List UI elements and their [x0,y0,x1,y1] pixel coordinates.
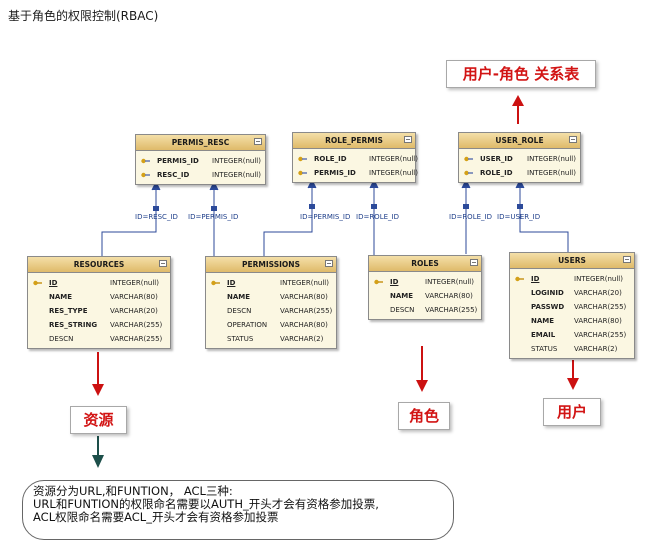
minimize-icon[interactable] [404,136,412,143]
table-header: USERS [510,253,634,269]
table-name: USERS [558,256,586,265]
minimize-icon[interactable] [569,136,577,143]
fk-key-icon [298,156,307,162]
fk-key-icon [141,172,150,178]
table-header: PERMISSIONS [206,257,336,273]
relation-label: ID=ROLE_ID [449,213,492,221]
table-header: PERMIS_RESC [136,135,265,151]
table-name: USER_ROLE [495,136,544,145]
resource-note: 资源分为URL,和FUNTION， ACL三种: URL和FUNTION的权限命… [22,480,454,540]
primary-key-icon [515,276,524,282]
table-name: ROLE_PERMIS [325,136,383,145]
relation-label: ID=PERMIS_ID [300,213,351,221]
minimize-icon[interactable] [623,256,631,263]
note-line: URL和FUNTION的权限命名需要以AUTH_开头才会有资格参加投票, [33,497,379,511]
caption-resources: 资源 [70,406,127,434]
page-title: 基于角色的权限控制(RBAC) [8,9,159,23]
fk-key-icon [141,158,150,164]
arrow-down-head [567,378,579,390]
primary-key-icon [33,280,42,286]
minimize-icon[interactable] [325,260,333,267]
fk-dot [309,204,315,209]
arrow-down-head [92,384,104,396]
relation-label: ID=RESC_ID [135,213,178,221]
note-line: ACL权限命名需要ACL_开头才会有资格参加投票 [33,510,279,524]
relation-label: ID=PERMIS_ID [188,213,239,221]
fk-dot [463,204,469,209]
caption-users: 用户 [543,398,601,426]
table-name: PERMISSIONS [242,260,300,269]
table-header: ROLE_PERMIS [293,133,415,149]
fk-dot [517,204,523,209]
table-name: RESOURCES [73,260,125,269]
fk-key-icon [464,156,473,162]
fk-key-icon [464,170,473,176]
fk-dot [211,206,217,211]
table-header: RESOURCES [28,257,170,273]
primary-key-icon [211,280,220,286]
relation-label: ID=ROLE_ID [356,213,399,221]
caption-roles: 角色 [398,402,450,430]
fk-key-icon [298,170,307,176]
fk-dot [153,206,159,211]
arrow-down-head [92,455,104,468]
relation-label: ID=USER_ID [497,213,541,221]
arrow-up-head [512,95,524,106]
fk-dot [371,204,377,209]
note-line: 资源分为URL,和FUNTION， ACL三种: [33,484,233,498]
primary-key-icon [374,279,383,285]
caption-user-role: 用户-角色 关系表 [446,60,596,88]
table-header: USER_ROLE [459,133,580,149]
minimize-icon[interactable] [159,260,167,267]
table-name: ROLES [411,259,439,268]
minimize-icon[interactable] [470,259,478,266]
arrow-down-head [416,380,428,392]
minimize-icon[interactable] [254,138,262,145]
table-header: ROLES [369,256,481,272]
table-name: PERMIS_RESC [171,138,230,147]
